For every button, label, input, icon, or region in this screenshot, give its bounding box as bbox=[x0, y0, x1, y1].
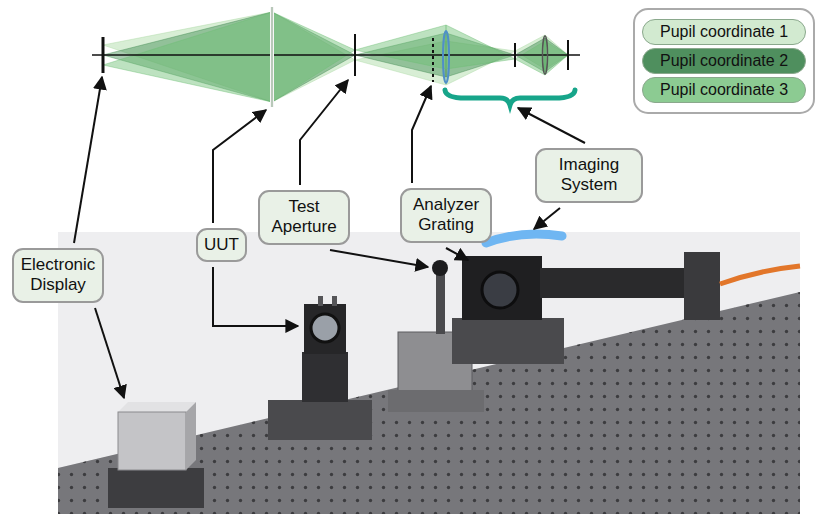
label-box: Electronic Display bbox=[12, 248, 104, 303]
uut-mount bbox=[332, 296, 337, 306]
ray-fan bbox=[446, 25, 515, 69]
optical-elements bbox=[514, 43, 516, 67]
label-text: UUT bbox=[204, 235, 239, 255]
label-box: UUT bbox=[196, 228, 247, 262]
uut-mount bbox=[318, 296, 323, 306]
ray-fan bbox=[103, 12, 272, 102]
ray-fan bbox=[272, 12, 355, 102]
legend-swatch: Pupil coordinate 2 bbox=[642, 48, 806, 74]
optical-elements bbox=[445, 90, 575, 105]
photo-bench bbox=[58, 232, 800, 514]
camera-assembly bbox=[540, 268, 686, 298]
optical-elements bbox=[543, 36, 548, 74]
leader-arrows bbox=[330, 250, 428, 267]
display-instrument bbox=[186, 402, 196, 470]
camera-assembly bbox=[462, 256, 542, 320]
camera-assembly bbox=[482, 272, 518, 308]
label-box: Analyzer Grating bbox=[400, 188, 492, 243]
ray-fan bbox=[272, 12, 355, 102]
leader-arrows bbox=[518, 108, 585, 143]
legend-text: Pupil coordinate 2 bbox=[649, 52, 799, 70]
aperture-stage bbox=[388, 390, 484, 412]
camera-assembly bbox=[684, 252, 720, 320]
leader-arrows bbox=[446, 248, 468, 260]
optical-elements bbox=[567, 40, 569, 70]
photo-bench bbox=[58, 292, 800, 514]
label-text: Imaging System bbox=[543, 155, 635, 196]
camera-assembly bbox=[452, 318, 564, 364]
optical-elements bbox=[102, 37, 105, 73]
ray-fan bbox=[545, 41, 568, 75]
camera-assembly bbox=[486, 234, 562, 243]
leader-arrows bbox=[300, 80, 348, 185]
display-instrument bbox=[118, 412, 186, 470]
optical-elements bbox=[443, 31, 449, 83]
leader-arrows bbox=[74, 77, 585, 398]
label-text: Electronic Display bbox=[20, 255, 96, 296]
leader-arrows bbox=[534, 208, 560, 229]
leader-arrows bbox=[412, 86, 431, 183]
uut-mount bbox=[268, 400, 372, 440]
label-text: Test Aperture bbox=[266, 197, 342, 238]
camera-assembly bbox=[720, 266, 800, 284]
leader-arrows bbox=[74, 77, 102, 243]
aperture-stage bbox=[432, 260, 448, 276]
optical-elements bbox=[270, 7, 274, 107]
leader-arrows bbox=[95, 308, 124, 398]
ray-fan bbox=[103, 12, 272, 102]
legend-text: Pupil coordinate 1 bbox=[649, 23, 799, 41]
optical-elements bbox=[92, 7, 580, 107]
legend-box: Pupil coordinate 1 Pupil coordinate 2 Pupi… bbox=[633, 8, 815, 114]
display-instrument bbox=[118, 402, 196, 412]
aperture-stage bbox=[436, 272, 445, 334]
uut-mount bbox=[311, 314, 339, 342]
optical-elements bbox=[272, 7, 273, 107]
ray-fan bbox=[272, 12, 355, 102]
legend-text: Pupil coordinate 3 bbox=[649, 81, 799, 99]
display-instrument bbox=[108, 468, 204, 508]
optical-elements bbox=[432, 38, 434, 82]
ray-fans bbox=[103, 12, 568, 102]
leader-arrows bbox=[213, 267, 298, 326]
ray-fan bbox=[103, 12, 272, 102]
optical-elements bbox=[354, 34, 356, 76]
ray-fan bbox=[515, 41, 545, 75]
photo-bench bbox=[58, 232, 800, 514]
camera-assembly bbox=[452, 234, 800, 364]
legend-swatch: Pupil coordinate 3 bbox=[642, 77, 806, 103]
uut-mount bbox=[268, 296, 372, 440]
photo-bench bbox=[58, 292, 800, 514]
display-instrument bbox=[108, 402, 204, 508]
label-text: Analyzer Grating bbox=[408, 195, 484, 236]
optical-elements bbox=[92, 54, 580, 56]
label-box: Imaging System bbox=[535, 148, 643, 203]
label-box: Test Aperture bbox=[258, 190, 350, 245]
legend-swatch: Pupil coordinate 1 bbox=[642, 19, 806, 45]
uut-mount bbox=[302, 352, 348, 402]
uut-mount bbox=[304, 304, 346, 354]
